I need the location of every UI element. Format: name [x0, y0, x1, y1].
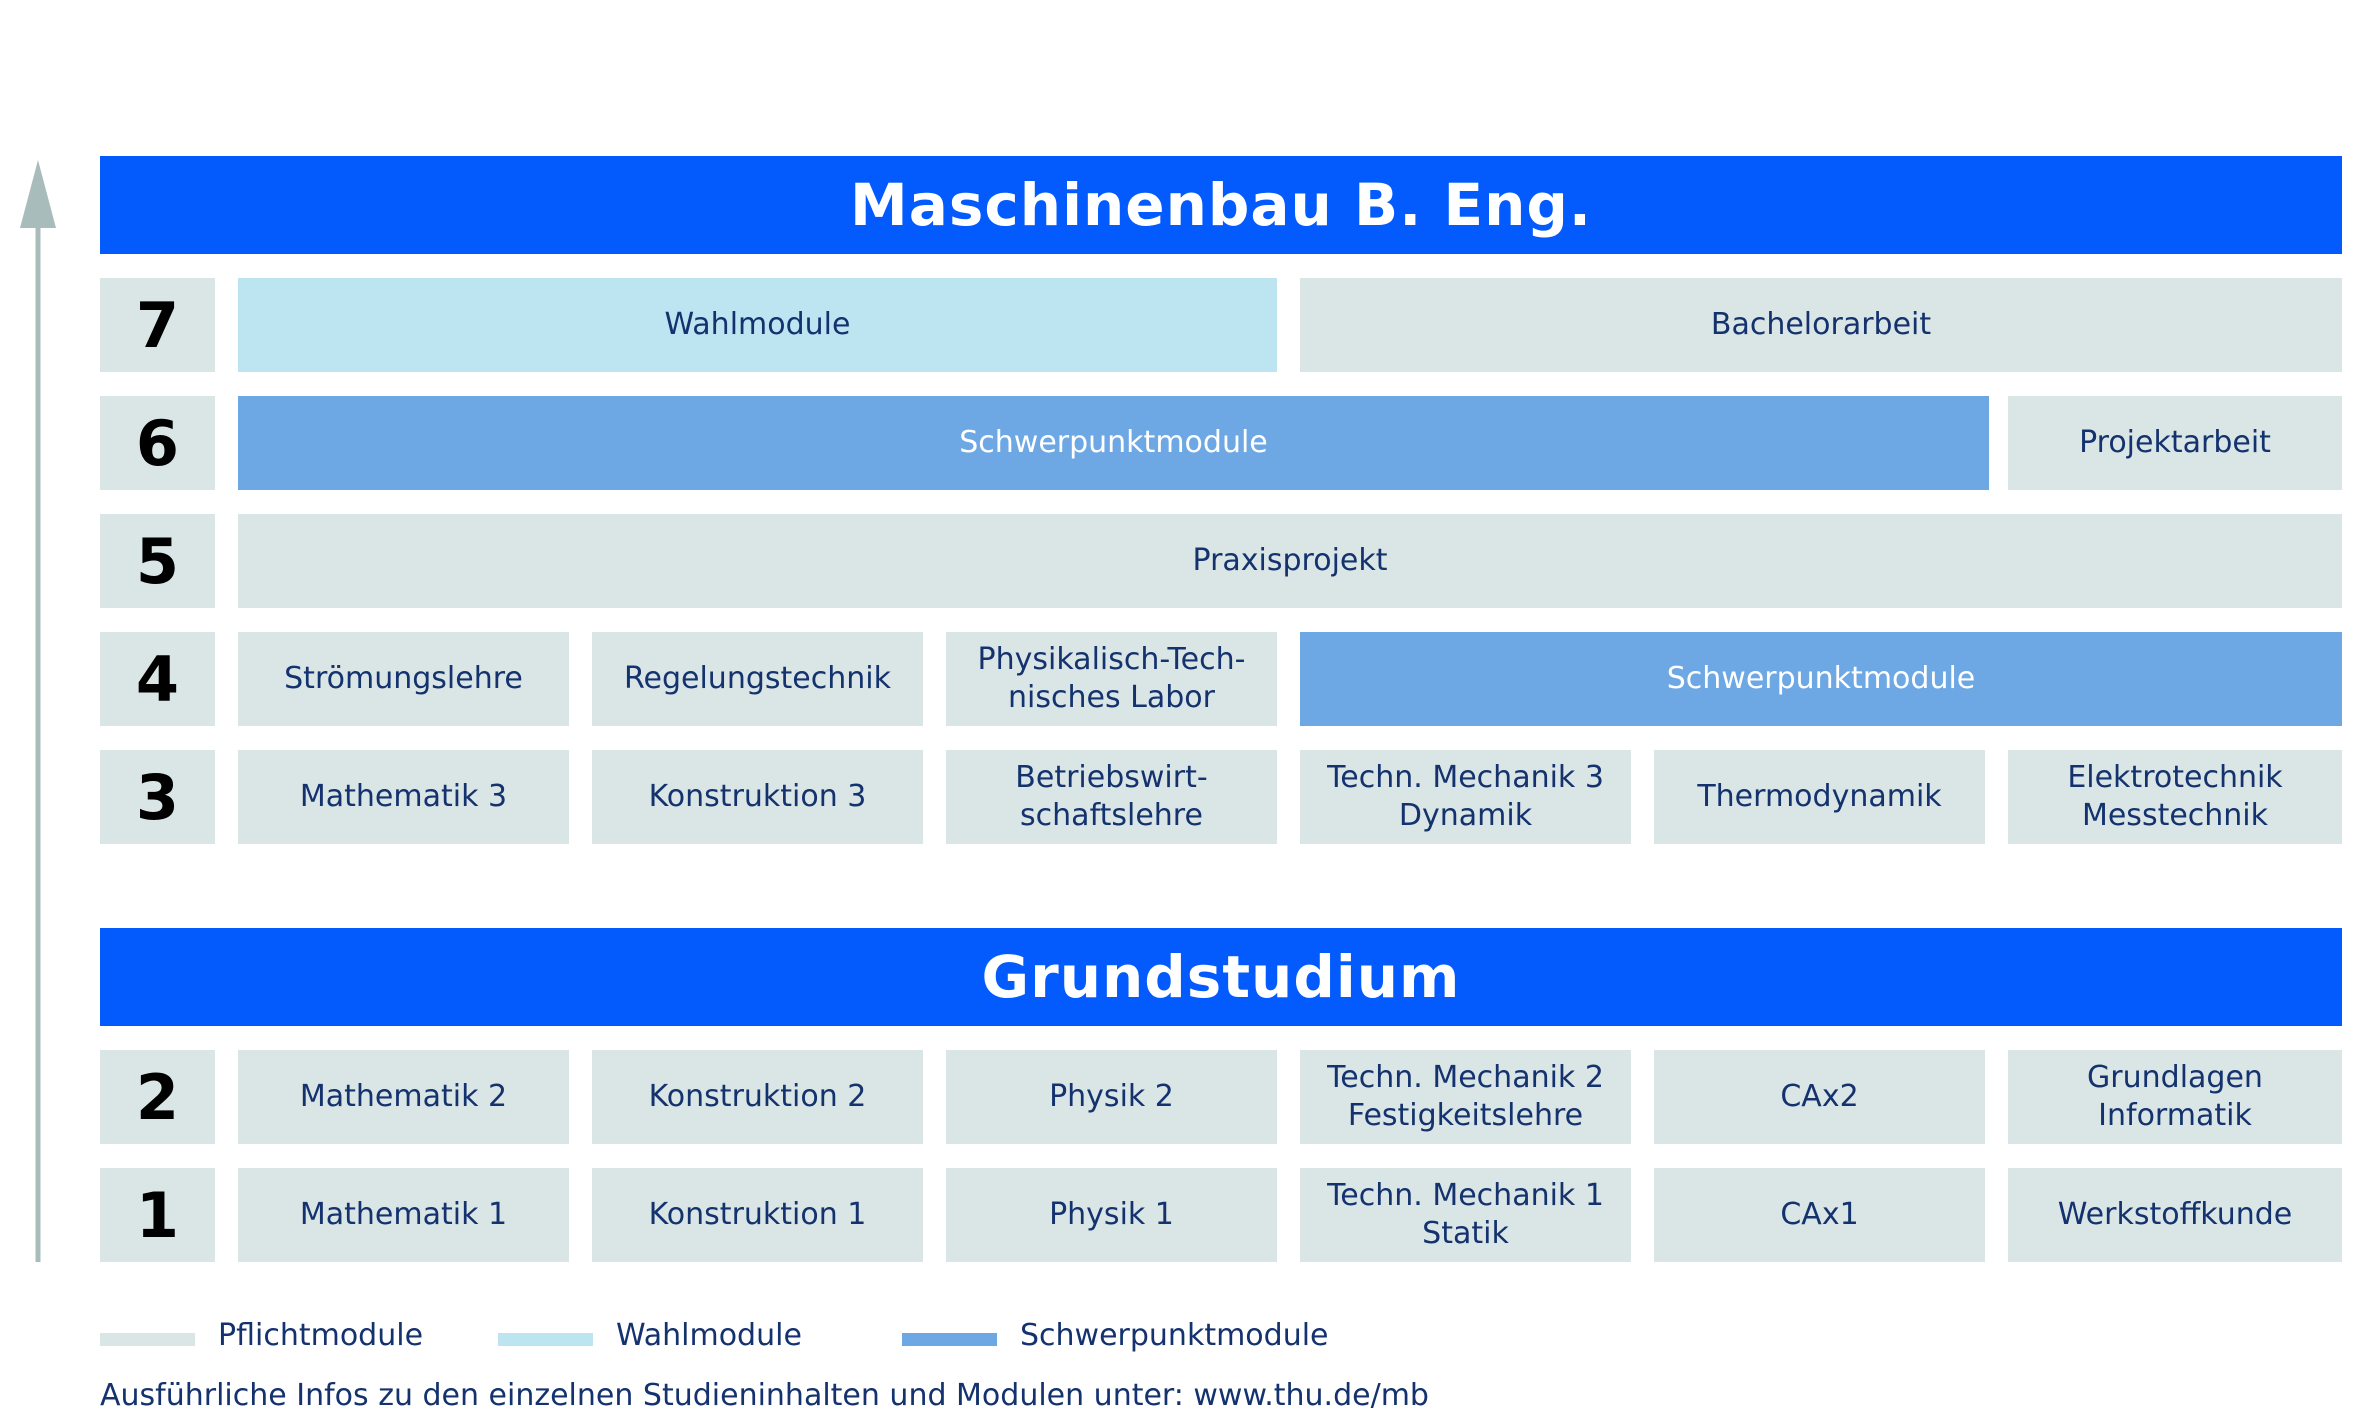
- module-techn-mechanik-3: Techn. Mechanik 3 Dynamik: [1300, 750, 1631, 844]
- module-konstruktion-3: Konstruktion 3: [592, 750, 923, 844]
- module-konstruktion-1: Konstruktion 1: [592, 1168, 923, 1262]
- semester-3-label: 3: [100, 750, 215, 844]
- progress-arrow-icon: [20, 160, 56, 1262]
- module-praxisprojekt: Praxisprojekt: [238, 514, 2342, 608]
- grundstudium-title: Grundstudium: [981, 943, 1461, 1011]
- module-schwerpunktmodule-s6: Schwerpunktmodule: [238, 396, 1989, 490]
- legend-swatch-wahl: [498, 1333, 593, 1346]
- footer-info-text: Ausführliche Infos zu den einzelnen Stud…: [100, 1378, 1429, 1413]
- main-title: Maschinenbau B. Eng.: [850, 171, 1592, 239]
- legend-swatch-schwer: [902, 1333, 997, 1346]
- semester-2-label: 2: [100, 1050, 215, 1144]
- module-physik-1: Physik 1: [946, 1168, 1277, 1262]
- module-mathematik-3: Mathematik 3: [238, 750, 569, 844]
- legend-label-schwer: Schwerpunktmodule: [1020, 1318, 1329, 1353]
- module-techn-mechanik-1: Techn. Mechanik 1 Statik: [1300, 1168, 1631, 1262]
- semester-6-label: 6: [100, 396, 215, 490]
- module-regelungstechnik: Regelungstechnik: [592, 632, 923, 726]
- module-physik-2: Physik 2: [946, 1050, 1277, 1144]
- main-title-banner: Maschinenbau B. Eng.: [100, 156, 2342, 254]
- module-physikalisch-technisches-labor: Physikalisch-Tech- nisches Labor: [946, 632, 1277, 726]
- semester-1-label: 1: [100, 1168, 215, 1262]
- module-stroemungslehre: Strömungslehre: [238, 632, 569, 726]
- module-cax2: CAx2: [1654, 1050, 1985, 1144]
- module-konstruktion-2: Konstruktion 2: [592, 1050, 923, 1144]
- module-schwerpunktmodule-s4: Schwerpunktmodule: [1300, 632, 2342, 726]
- legend-label-wahl: Wahlmodule: [616, 1318, 802, 1353]
- module-mathematik-1: Mathematik 1: [238, 1168, 569, 1262]
- module-elektrotechnik-messtechnik: Elektrotechnik Messtechnik: [2008, 750, 2342, 844]
- module-betriebswirtschaftslehre: Betriebswirt- schaftslehre: [946, 750, 1277, 844]
- module-grundlagen-informatik: Grundlagen Informatik: [2008, 1050, 2342, 1144]
- module-bachelorarbeit: Bachelorarbeit: [1300, 278, 2342, 372]
- module-projektarbeit: Projektarbeit: [2008, 396, 2342, 490]
- legend-label-pflicht: Pflichtmodule: [218, 1318, 424, 1353]
- module-werkstoffkunde: Werkstoffkunde: [2008, 1168, 2342, 1262]
- grundstudium-banner: Grundstudium: [100, 928, 2342, 1026]
- legend-swatch-pflicht: [100, 1333, 195, 1346]
- semester-4-label: 4: [100, 632, 215, 726]
- module-thermodynamik: Thermodynamik: [1654, 750, 1985, 844]
- module-wahlmodule-s7: Wahlmodule: [238, 278, 1277, 372]
- module-cax1: CAx1: [1654, 1168, 1985, 1262]
- module-mathematik-2: Mathematik 2: [238, 1050, 569, 1144]
- module-techn-mechanik-2: Techn. Mechanik 2 Festigkeitslehre: [1300, 1050, 1631, 1144]
- semester-7-label: 7: [100, 278, 215, 372]
- semester-5-label: 5: [100, 514, 215, 608]
